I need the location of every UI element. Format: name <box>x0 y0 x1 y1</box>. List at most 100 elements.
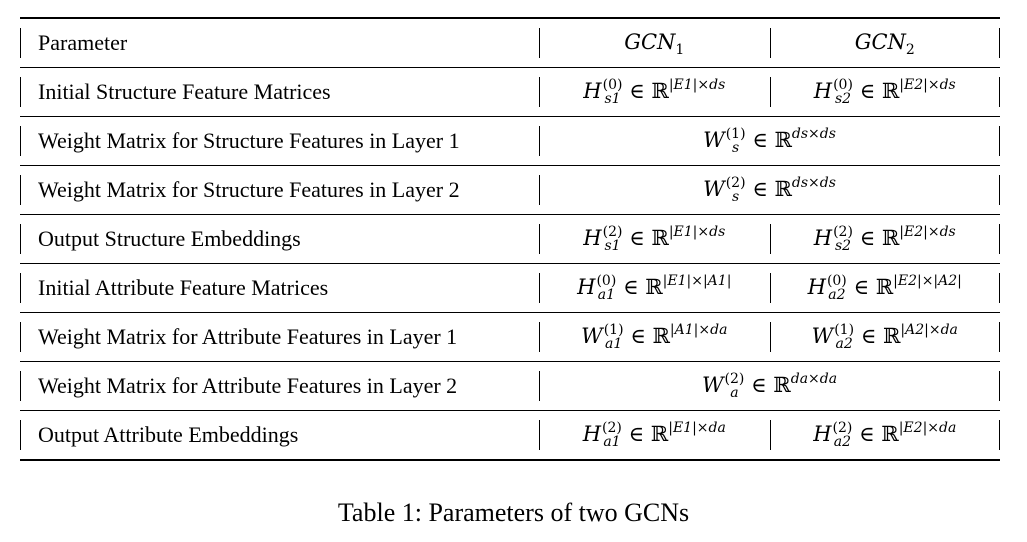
parameter-cell: Initial Attribute Feature Matrices <box>20 263 540 313</box>
gcn2-param-indices: (2)s2 <box>833 225 853 253</box>
gcn2-param-element-of: ∈ <box>852 226 882 251</box>
parameter-cell: Initial Structure Feature Matrices <box>20 67 540 117</box>
gcn2-param-math: H(2)s2 ∈ ℝ|E2|×ds <box>814 224 956 253</box>
gcn2-param-subscript: s2 <box>834 237 852 254</box>
gcn2-param-math: H(0)a2 ∈ ℝ|E2|×|A2| <box>808 273 962 302</box>
gcn1-param-subscript: s1 <box>604 237 621 254</box>
gcn1-param-real-set: ℝ <box>650 422 669 447</box>
table-row: Weight Matrix for Structure Features in … <box>20 116 1000 166</box>
gcn1-param-element-of: ∈ <box>622 79 652 104</box>
gcn1-param-indices: (1)a1 <box>604 323 624 351</box>
gcn2-param-indices: (0)a2 <box>827 274 847 302</box>
gcn1-cell: H(2)a1 ∈ ℝ|E1|×da <box>539 410 770 461</box>
gcn1-param-indices: (2)a1 <box>602 421 622 449</box>
shared-param-subscript: s <box>732 139 740 156</box>
shared-param-superscript: (2) <box>725 174 746 191</box>
gcn1-param-math: H(0)a1 ∈ ℝ|E1|×|A1| <box>577 273 731 303</box>
gcn2-param-math: H(2)a2 ∈ ℝ|E2|×da <box>813 420 957 450</box>
parameters-table: Parameter GCN1 GCN2 Initial Structure Fe… <box>20 17 1001 461</box>
gcn1-param-element-of: ∈ <box>616 275 646 300</box>
gcn1-param-element-of: ∈ <box>621 422 651 447</box>
shared-param-real-set: ℝ <box>773 373 791 398</box>
gcn2-param-element-of: ∈ <box>852 422 882 447</box>
header-gcn2-label: GCN2 <box>855 30 915 58</box>
parameter-cell: Weight Matrix for Structure Features in … <box>20 116 540 166</box>
gcn2-cell: H(0)s2 ∈ ℝ|E2|×ds <box>769 67 1001 117</box>
shared-param-real-set: ℝ <box>774 128 792 153</box>
gcn2-param-subscript: a2 <box>828 286 846 303</box>
shared-param-element-of: ∈ <box>744 373 774 398</box>
gcn1-cell: W(1)a1 ∈ ℝ|A1|×da <box>539 312 770 362</box>
gcn2-param-element-of: ∈ <box>846 275 876 300</box>
shared-param-symbol: W <box>703 177 725 202</box>
gcn2-param-math: W(1)a2 ∈ ℝ|A2|×da <box>812 322 958 351</box>
header-gcn2: GCN2 <box>769 17 1001 68</box>
gcn2-param-dimensions: |A2|×da <box>900 322 958 339</box>
parameter-cell: Output Attribute Embeddings <box>20 410 540 461</box>
shared-param-symbol: W <box>701 373 724 398</box>
table-row: Weight Matrix for Structure Features in … <box>20 165 1000 215</box>
gcn2-param-subscript: a2 <box>833 433 852 450</box>
gcn1-param-superscript: (2) <box>602 223 623 240</box>
shared-param-dimensions: ds×ds <box>791 126 836 143</box>
gcn1-param-symbol: W <box>581 324 603 349</box>
gcn1-param-superscript: (0) <box>602 76 623 93</box>
gcn1-cell: H(0)s1 ∈ ℝ|E1|×ds <box>539 67 770 117</box>
gcn2-param-real-set: ℝ <box>881 226 900 251</box>
gcn1-param-dimensions: |E1|×ds <box>668 224 726 241</box>
parameter-label: Weight Matrix for Structure Features in … <box>38 128 460 153</box>
gcn1-param-subscript: a1 <box>603 433 621 450</box>
gcn1-param-symbol: H <box>583 79 602 104</box>
gcn2-param-superscript: (0) <box>833 76 853 93</box>
shared-param-dimensions: da×da <box>790 371 838 388</box>
gcn1-param-indices: (0)s1 <box>603 78 623 106</box>
gcn2-cell: W(1)a2 ∈ ℝ|A2|×da <box>769 312 1001 362</box>
header-gcn1-sub: 1 <box>675 41 685 58</box>
table-row: Weight Matrix for Attribute Features in … <box>20 361 1000 411</box>
gcn2-param-dimensions: |E2|×ds <box>899 224 956 241</box>
gcn1-param-math: H(2)s1 ∈ ℝ|E1|×ds <box>583 224 726 253</box>
header-gcn1: GCN1 <box>539 17 770 68</box>
parameter-label: Output Attribute Embeddings <box>38 422 299 447</box>
gcn1-param-dimensions: |E1|×ds <box>668 77 726 94</box>
shared-param-element-of: ∈ <box>745 128 775 153</box>
shared-param-indices: (1)s <box>726 127 746 155</box>
gcn2-param-indices: (0)s2 <box>833 78 853 106</box>
gcn1-param-indices: (2)s1 <box>603 225 623 253</box>
parameter-label: Weight Matrix for Attribute Features in … <box>38 373 458 398</box>
gcn1-param-subscript: a1 <box>597 286 616 303</box>
gcn1-param-element-of: ∈ <box>622 226 652 251</box>
gcn2-cell: H(0)a2 ∈ ℝ|E2|×|A2| <box>769 263 1001 313</box>
gcn1-param-symbol: H <box>583 226 602 251</box>
gcn1-cell: H(2)s1 ∈ ℝ|E1|×ds <box>539 214 770 264</box>
shared-param-indices: (2)a <box>725 372 745 400</box>
shared-param-math: W(1)s ∈ ℝds×ds <box>703 126 836 155</box>
gcn2-param-math: H(0)s2 ∈ ℝ|E2|×ds <box>814 77 956 106</box>
table-row: Output Attribute Embeddings H(2)a1 ∈ ℝ|E1… <box>20 410 1001 461</box>
shared-param-math: W(2)s ∈ ℝds×ds <box>703 174 836 204</box>
parameter-cell: Weight Matrix for Attribute Features in … <box>20 312 540 362</box>
gcn2-param-symbol: H <box>813 422 832 447</box>
header-gcn1-label: GCN1 <box>624 30 684 58</box>
gcn2-param-element-of: ∈ <box>852 79 882 104</box>
gcn2-param-superscript: (0) <box>826 272 847 289</box>
gcn1-param-element-of: ∈ <box>623 324 653 349</box>
shared-param-subscript: a <box>730 384 739 401</box>
gcn1-param-subscript: a1 <box>605 335 623 352</box>
gcn1-param-superscript: (1) <box>603 321 624 338</box>
gcn1-param-real-set: ℝ <box>651 226 669 251</box>
parameter-cell: Weight Matrix for Attribute Features in … <box>20 361 540 411</box>
header-parameter: Parameter <box>20 17 540 68</box>
gcn1-param-subscript: s1 <box>604 90 621 107</box>
gcn1-param-math: H(0)s1 ∈ ℝ|E1|×ds <box>583 77 726 106</box>
gcn1-param-dimensions: |A1|×da <box>669 322 728 339</box>
shared-gcn-cell: W(1)s ∈ ℝds×ds <box>539 116 1000 166</box>
parameter-label: Weight Matrix for Structure Features in … <box>38 177 460 202</box>
gcn1-param-symbol: H <box>577 275 596 300</box>
table-header-row: Parameter GCN1 GCN2 <box>20 17 1001 68</box>
gcn2-param-dimensions: |E2|×da <box>898 420 957 437</box>
